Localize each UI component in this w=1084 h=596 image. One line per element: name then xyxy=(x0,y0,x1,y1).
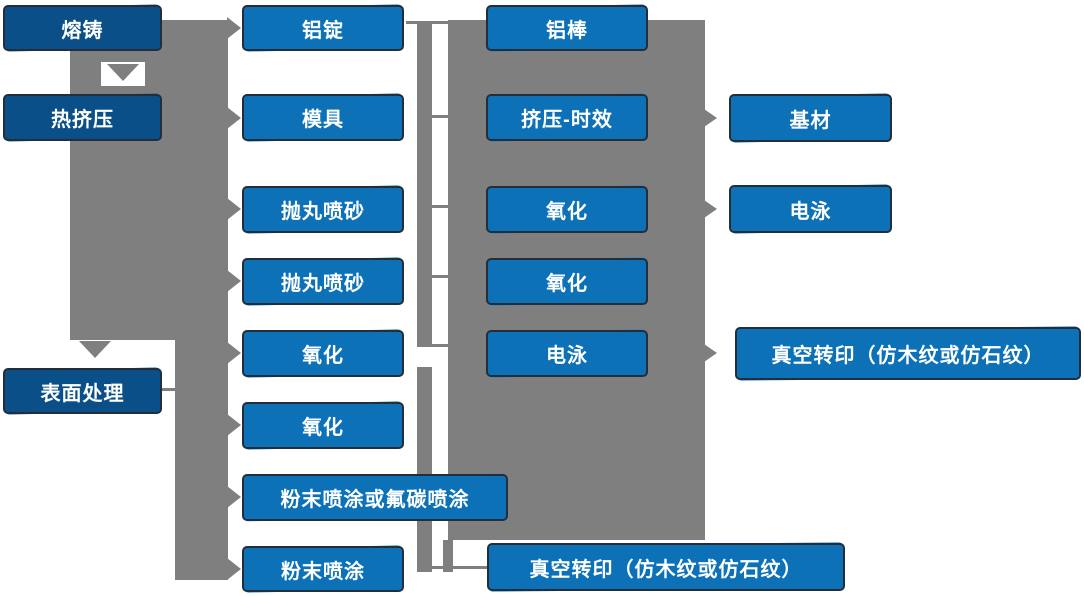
node-label: 氧化 xyxy=(302,345,344,367)
node-vacuum-transfer-print-bottom: 真空转印（仿木纹或仿石纹） xyxy=(487,543,845,591)
node-shot-blast-sandblast-1: 抛丸喷砂 xyxy=(242,186,404,233)
connector-panel-stub xyxy=(443,540,453,572)
node-label: 真空转印（仿木纹或仿石纹） xyxy=(771,345,1045,367)
node-oxidation-4: 氧化 xyxy=(486,258,648,305)
node-label: 氧化 xyxy=(546,273,588,295)
connector-tick-oxidation-3 xyxy=(432,205,448,208)
arrow-down-to-hot-extrusion-icon xyxy=(107,64,139,81)
node-extrusion-aging: 挤压-时效 xyxy=(486,94,648,141)
node-label: 抛丸喷砂 xyxy=(281,201,365,223)
arrow-right-to-oxidation-2-icon xyxy=(227,414,241,436)
node-label: 熔铸 xyxy=(61,19,104,42)
node-label: 粉末喷涂或氟碳喷涂 xyxy=(280,489,470,511)
arrow-right-to-vacuum-transfer-icon xyxy=(704,344,717,362)
node-hot-extrusion: 热挤压 xyxy=(3,94,162,141)
node-label: 粉末喷涂 xyxy=(281,560,365,583)
arrow-right-to-electrophoresis-icon xyxy=(704,200,717,218)
arrow-right-to-oxidation-1-icon xyxy=(227,342,241,364)
node-oxidation-2: 氧化 xyxy=(242,402,404,449)
arrow-right-to-shot-blast-2-icon xyxy=(227,270,241,292)
connector-bus-bar-lower xyxy=(417,367,432,572)
connector-stage-band-lower xyxy=(175,340,228,580)
node-label: 真空转印（仿木纹或仿石纹） xyxy=(529,558,803,581)
node-aluminum-ingot: 铝锭 xyxy=(242,5,404,51)
node-electrophoresis-1: 电泳 xyxy=(486,330,648,377)
arrow-right-to-powder-coating-icon xyxy=(227,558,241,580)
node-oxidation-1: 氧化 xyxy=(242,330,404,377)
connector-bus-bar-upper xyxy=(417,21,432,347)
node-electrophoresis-2: 电泳 xyxy=(729,185,892,233)
connector-tick-extrusion-aging xyxy=(432,115,448,118)
connector-tick-vacuum-transfer-bottom xyxy=(432,566,490,569)
node-powder-coating: 粉末喷涂 xyxy=(242,546,404,592)
arrow-right-to-aluminum-ingot-icon xyxy=(227,17,241,39)
node-mold: 模具 xyxy=(242,94,404,141)
node-label: 热挤压 xyxy=(51,109,114,131)
node-oxidation-3: 氧化 xyxy=(486,186,648,233)
node-base-material: 基材 xyxy=(729,94,892,142)
arrow-right-to-mold-icon xyxy=(227,107,241,129)
node-label: 电泳 xyxy=(789,200,832,223)
node-label: 模具 xyxy=(302,109,344,131)
node-label: 表面处理 xyxy=(40,382,125,405)
node-vacuum-transfer-print-right: 真空转印（仿木纹或仿石纹） xyxy=(735,327,1081,380)
node-label: 氧化 xyxy=(546,201,588,223)
arrow-right-to-shot-blast-1-icon xyxy=(227,198,241,220)
connector-tick-oxidation-4 xyxy=(432,275,448,278)
node-aluminum-rod: 铝棒 xyxy=(486,5,648,51)
node-label: 铝锭 xyxy=(302,19,344,42)
arrow-right-to-powder-fluorocarbon-icon xyxy=(227,486,241,508)
node-shot-blast-sandblast-2: 抛丸喷砂 xyxy=(242,258,404,305)
node-melting-casting: 熔铸 xyxy=(3,5,162,51)
node-label: 铝棒 xyxy=(546,19,588,42)
node-label: 挤压-时效 xyxy=(521,109,613,131)
connector-surface-treatment-link xyxy=(162,388,177,391)
connector-stage-band xyxy=(70,20,228,340)
node-label: 抛丸喷砂 xyxy=(281,273,365,295)
node-powder-or-fluorocarbon-coating: 粉末喷涂或氟碳喷涂 xyxy=(242,474,508,521)
arrow-down-to-surface-treatment-icon xyxy=(79,341,111,358)
node-label: 基材 xyxy=(789,109,832,132)
node-label: 电泳 xyxy=(546,345,588,367)
arrow-right-to-base-material-icon xyxy=(704,109,717,127)
connector-tick-electrophoresis xyxy=(432,344,448,347)
node-surface-treatment: 表面处理 xyxy=(3,368,162,414)
node-label: 氧化 xyxy=(302,417,344,439)
